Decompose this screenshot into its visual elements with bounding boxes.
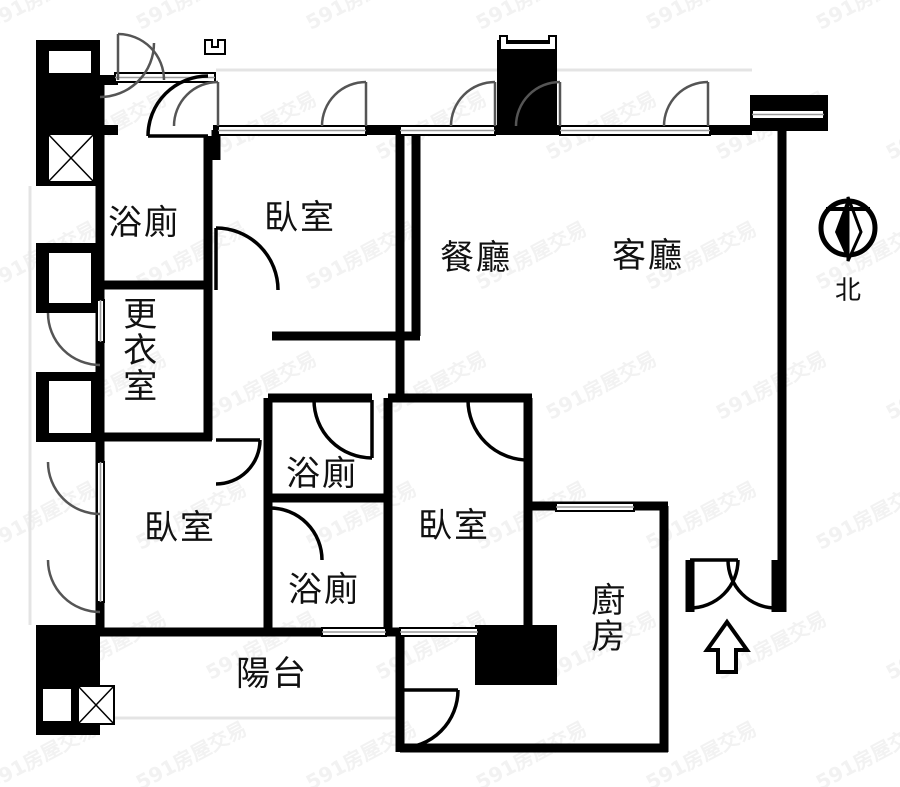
fixture-sink-mid2 [47,379,93,435]
door-bath-master-swing [146,74,209,137]
fixture-sink-mid [47,251,93,305]
fixture-wc-top [47,49,93,75]
door-bedroom-3-swing [466,399,529,462]
top-door-swing-1 [320,80,367,127]
north-label: 北 [835,276,862,306]
door-closet-swing [215,439,262,486]
ext-door-swing-1 [46,461,101,516]
room-label-living: 客廳 [612,236,684,276]
room-label-bedroom-1: 臥室 [264,198,336,238]
compass-needle-dark [835,197,848,261]
fixture-left-notch [204,39,226,55]
room-label-kitchen: 廚房 [584,582,625,654]
ext-door-swing-3 [99,42,156,99]
fixture-tub-top-x2 [47,133,95,183]
room-label-bath-2: 浴廁 [286,454,358,494]
balcony-divider [475,625,557,685]
ext-door-swing-0 [46,312,101,367]
fixture-top-notch [499,35,557,51]
ext-door-swing-2 [46,559,101,614]
room-label-closet: 更衣室 [116,296,157,404]
room-label-bedroom-2: 臥室 [144,508,216,548]
door-entry-right-swing [726,559,777,610]
door-bedroom-1-swing [215,226,280,291]
room-label-bedroom-3: 臥室 [418,506,490,546]
top-door-swing-0 [172,80,219,127]
entry-arrow [703,618,751,674]
top-door-swing-bath [117,32,166,81]
door-bath-3-swing [269,506,324,561]
room-label-balcony: 陽台 [236,654,308,694]
top-door-swing-2 [449,80,496,127]
door-bath-2-swing [312,399,373,460]
top-door-swing-3 [514,80,561,127]
room-label-bath-3: 浴廁 [288,570,360,610]
compass-needle-light [846,196,863,262]
room-label-bath-master: 浴廁 [108,203,180,243]
door-entry-left-swing [689,559,740,610]
fixture-shower-x2 [77,685,115,725]
fixture-wc-bot [41,687,73,723]
room-label-dining: 餐廳 [440,238,512,278]
door-kitchen-swing [399,689,460,750]
top-door-swing-4 [662,80,709,127]
